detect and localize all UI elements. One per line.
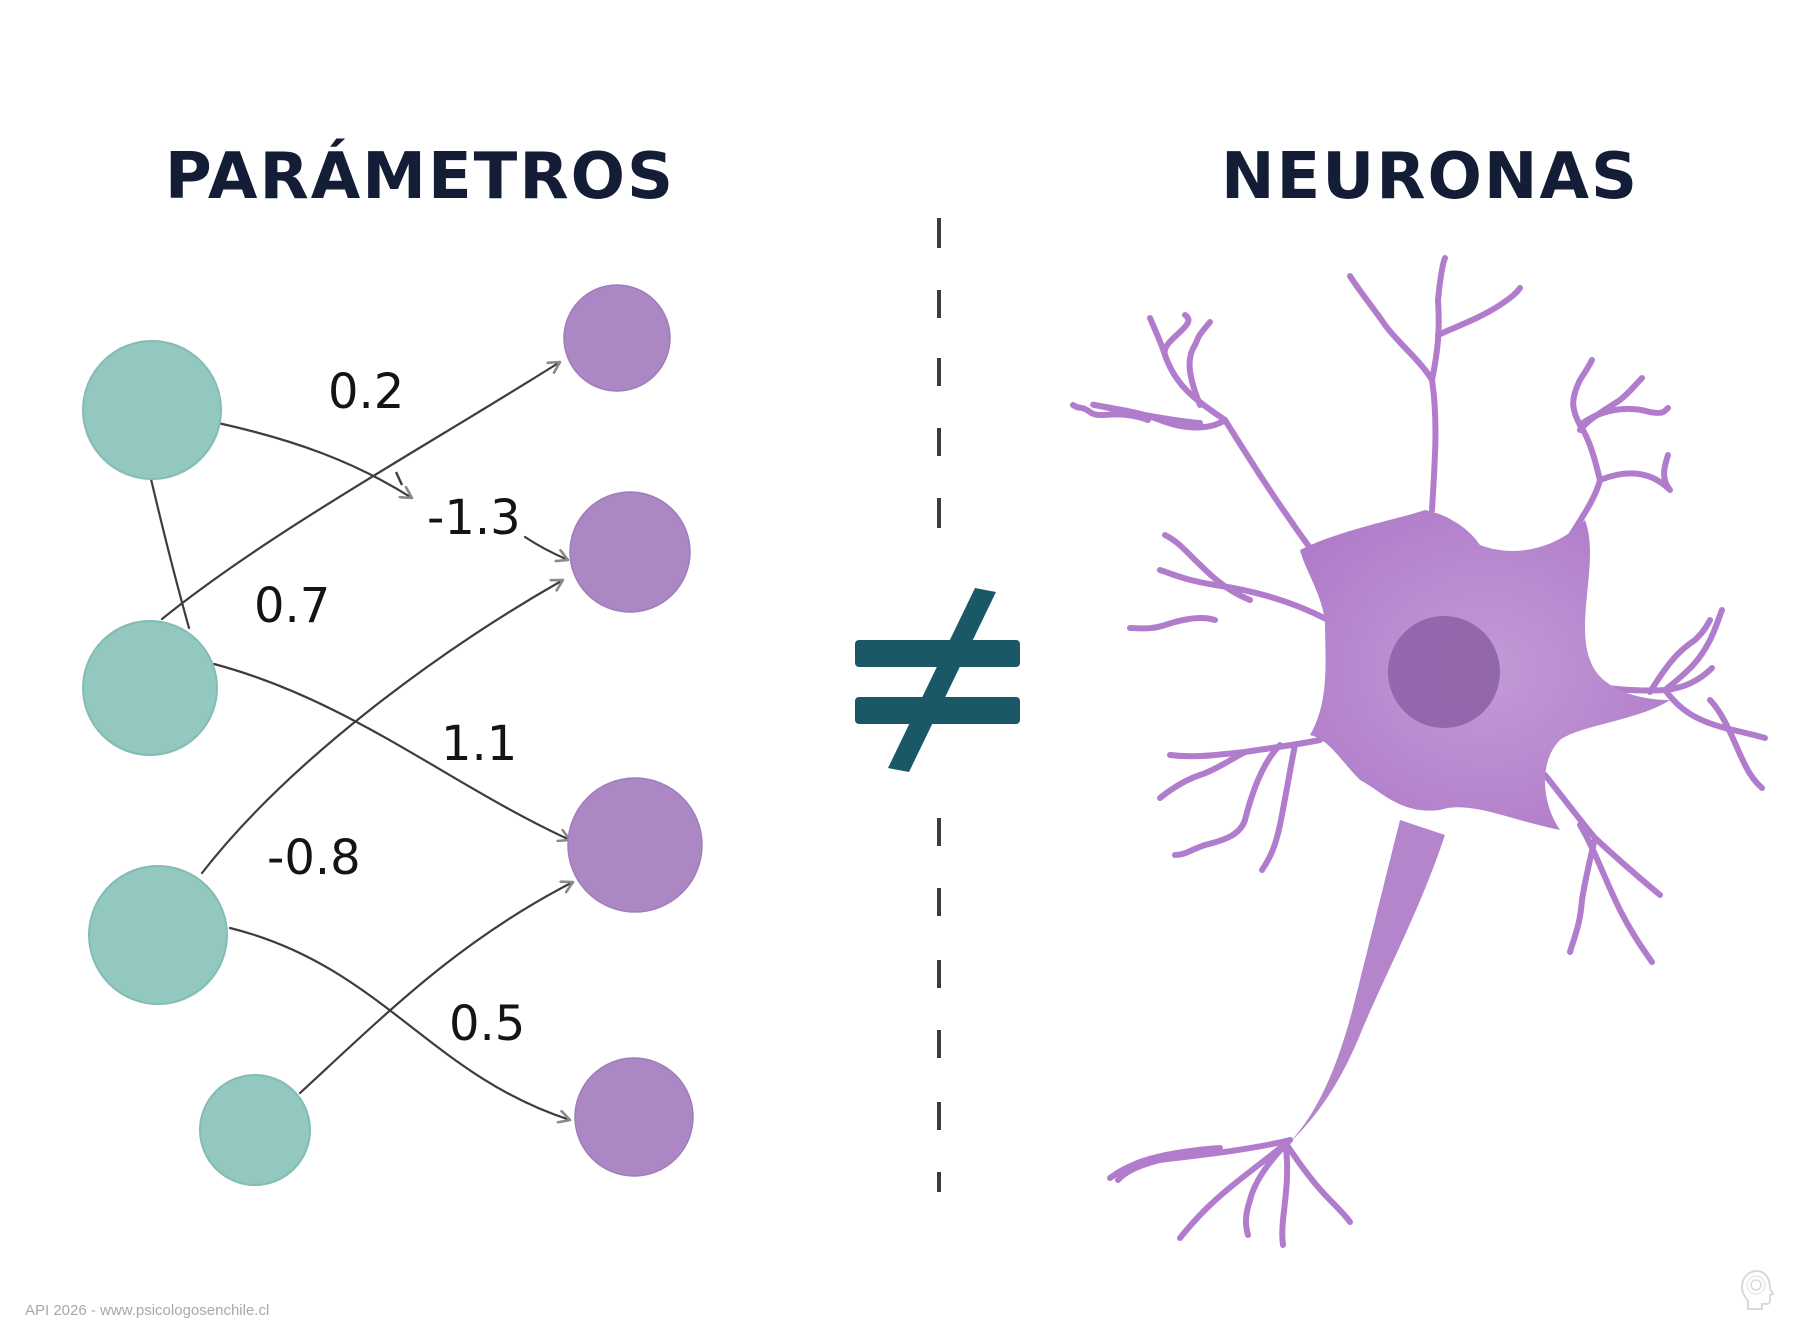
head-profile-icon (1740, 1269, 1775, 1310)
edge-input4-output3 (298, 882, 573, 1095)
parametros-title: PARÁMETROS (164, 140, 676, 214)
connection-edges (149, 362, 573, 1120)
edge-input1-output2 (216, 421, 412, 498)
neuron-dendrites (1070, 255, 1768, 1248)
edge-input2-output3 (212, 662, 570, 840)
weight-labels: 0.2 -1.3 0.7 1.1 -0.8 0.5 (254, 364, 525, 1052)
footer-credit: API 2026 - www.psicologosenchile.cl (25, 1302, 270, 1319)
weight-label: -1.3 (427, 490, 521, 546)
not-equal-icon (855, 588, 1020, 772)
input-node (82, 340, 222, 480)
input-node (199, 1074, 311, 1186)
neuron-illustration (1070, 255, 1768, 1248)
neuron-axon (1282, 820, 1445, 1150)
input-nodes (82, 340, 311, 1186)
edge-input2-output1 (160, 362, 560, 621)
weight-label: 1.1 (441, 716, 517, 772)
neural-network-graphic: 0.2 -1.3 0.7 1.1 -0.8 0.5 (82, 284, 703, 1186)
weight-label: 0.5 (449, 996, 525, 1052)
neuronas-title: NEURONAS (1220, 140, 1640, 214)
neuron-nucleus (1388, 616, 1500, 728)
edge-input3-output4 (228, 926, 570, 1120)
weight-label: 0.2 (328, 364, 404, 420)
weight-label: -0.8 (267, 830, 361, 886)
edge-arrow-output2 (523, 535, 568, 560)
edge-input3-output2 (200, 580, 563, 875)
output-node (567, 777, 703, 913)
edge-input1-input2 (149, 477, 191, 630)
output-node (569, 491, 691, 613)
output-nodes (563, 284, 703, 1177)
input-node (82, 620, 218, 756)
output-node (574, 1057, 694, 1177)
edge-tick (394, 471, 404, 486)
weight-label: 0.7 (254, 578, 330, 634)
input-node (88, 865, 228, 1005)
output-node (563, 284, 671, 392)
